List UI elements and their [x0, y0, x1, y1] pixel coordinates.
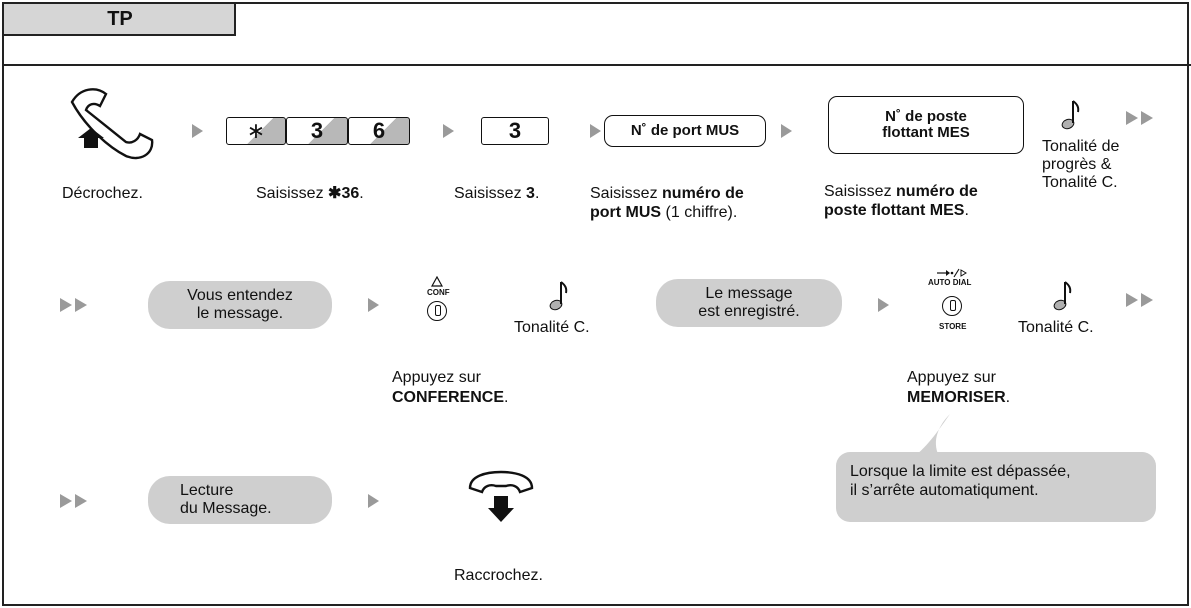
onhook-handset-icon: [468, 470, 534, 522]
flow-arrow: [590, 124, 601, 138]
caption-enter-3: Saisissez 3.: [454, 185, 540, 202]
conference-button-icon: [427, 301, 447, 321]
flow-arrow: [781, 124, 792, 138]
caption-onhook: Raccrochez.: [454, 567, 543, 584]
offhook-handset-icon: [70, 88, 154, 160]
key-star: ∗: [226, 117, 286, 145]
tab-tp: TP: [4, 4, 236, 36]
continue-arrow: [60, 494, 90, 508]
tone-progress-text: Tonalité de progrès & Tonalité C.: [1042, 138, 1120, 191]
tone-c-text: Tonalité C.: [1018, 319, 1094, 336]
key-6: 6: [348, 117, 410, 145]
caption-enter-36: Saisissez ✱36.: [256, 185, 364, 202]
continue-arrow: [1126, 293, 1156, 307]
header-bar: TP: [4, 4, 1191, 66]
flow-arrow: [368, 298, 379, 312]
floating-station-line2: flottant MES: [882, 124, 970, 141]
key-digit-3: 3: [481, 117, 549, 145]
tone-c-text: Tonalité C.: [514, 319, 590, 336]
tab-tp-label: TP: [107, 8, 133, 30]
flow-arrow: [878, 298, 889, 312]
caption-enter-port: Saisissez numéro de port MUS (1 chiffre)…: [590, 185, 744, 221]
floating-station-line1: N˚ de poste: [885, 108, 967, 125]
caption-press-store: Appuyez sur MEMORISER.: [907, 369, 1011, 406]
tone-note-icon: [549, 281, 568, 311]
flow-arrow: [443, 124, 454, 138]
tone-note-icon: [1061, 100, 1080, 130]
tone-note-icon: [1053, 281, 1072, 311]
caption-offhook: Décrochez.: [62, 185, 143, 202]
flow-arrow: [368, 494, 379, 508]
caption-enter-station: Saisissez numéro de poste flottant MES.: [824, 183, 978, 219]
limit-note-bubble: Lorsque la limite est dépassée, il s’arr…: [836, 452, 1156, 522]
key-3: 3: [286, 117, 348, 145]
continue-arrow: [60, 298, 90, 312]
auto-dial-store-button-icon: [942, 296, 962, 316]
continue-arrow: [1126, 111, 1156, 125]
store-label: STORE: [939, 322, 967, 331]
conf-button-label: CONF: [427, 288, 450, 297]
auto-dial-label: AUTO DIAL: [928, 278, 972, 287]
conference-triangle-icon: [431, 276, 443, 287]
port-mus-box: N˚ de port MUS: [604, 115, 766, 147]
note-bubble-tail: [912, 414, 950, 458]
flow-arrow: [192, 124, 203, 138]
caption-press-conference: Appuyez sur CONFERENCE.: [392, 369, 509, 406]
floating-station-box: N˚ de poste flottant MES: [828, 96, 1024, 154]
auto-dial-arrow-icon: [937, 268, 967, 278]
